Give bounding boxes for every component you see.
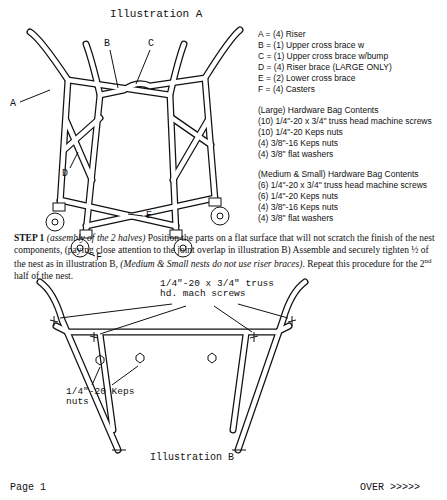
step-text: nd bbox=[425, 257, 432, 265]
parts-list-line: B = (1) Upper cross brace w bbox=[258, 41, 364, 50]
parts-list-line: (4) 3/8" flat washers bbox=[258, 150, 333, 159]
parts-list-line: (10) 1/4"-20 x 3/4" truss head machine s… bbox=[258, 117, 432, 126]
parts-list-line: (4) 3/8"-16 Keps nuts bbox=[258, 203, 338, 212]
parts-list-line: (Large) Hardware Bag Contents bbox=[258, 106, 378, 115]
callout-letter: D bbox=[62, 168, 68, 179]
caption-text: Page 1 bbox=[10, 482, 46, 493]
step-text: (Medium & Small nests do not use riser b… bbox=[120, 259, 302, 269]
callout-letter: E bbox=[146, 210, 152, 221]
caption-text: OVER >>>>> bbox=[360, 482, 420, 493]
parts-list-line: C = (1) Upper cross brace w/bump bbox=[258, 52, 388, 61]
parts-list-line: A = (4) Riser bbox=[258, 30, 305, 39]
parts-list-line: E = (2) Lower cross brace bbox=[258, 74, 356, 83]
parts-list-line: (6) 1/4"-20 Keps nuts bbox=[258, 192, 338, 201]
callout-text: 1/4"-20 x 3/4" truss hd. mach screws bbox=[160, 279, 292, 300]
parts-list-line: D = (4) Riser brace (LARGE ONLY) bbox=[258, 63, 392, 72]
callout-letter: B bbox=[104, 38, 110, 49]
callout-letter: A bbox=[10, 98, 16, 109]
step-text: . Repeat this procedure for the 2 bbox=[302, 259, 424, 269]
callout-text: 1/4"-20 Keps nuts bbox=[66, 387, 148, 408]
parts-list-line: (4) 3/8" flat washers bbox=[258, 214, 333, 223]
parts-list-line: (6) 1/4"-20 x 3/4" truss head machine sc… bbox=[258, 181, 427, 190]
caption-text: Illustration B bbox=[150, 452, 234, 463]
step-text: STEP 1 bbox=[14, 233, 44, 243]
step-text: half of the nest. bbox=[14, 271, 73, 281]
parts-list-line: (10) 1/4"-20 Keps nuts bbox=[258, 128, 343, 137]
callout-letter: C bbox=[148, 38, 154, 49]
step-text: (assembly of the 2 halves) bbox=[47, 233, 146, 243]
callout-letter: Illustration A bbox=[110, 8, 202, 20]
step-paragraph: STEP 1 (assembly of the 2 halves) Positi… bbox=[14, 233, 436, 283]
parts-list-line: (4) 3/8"-16 Keps nuts bbox=[258, 139, 338, 148]
parts-list-line: F = (4) Casters bbox=[258, 85, 315, 94]
parts-list-line: (Medium & Small) Hardware Bag Contents bbox=[258, 170, 419, 179]
